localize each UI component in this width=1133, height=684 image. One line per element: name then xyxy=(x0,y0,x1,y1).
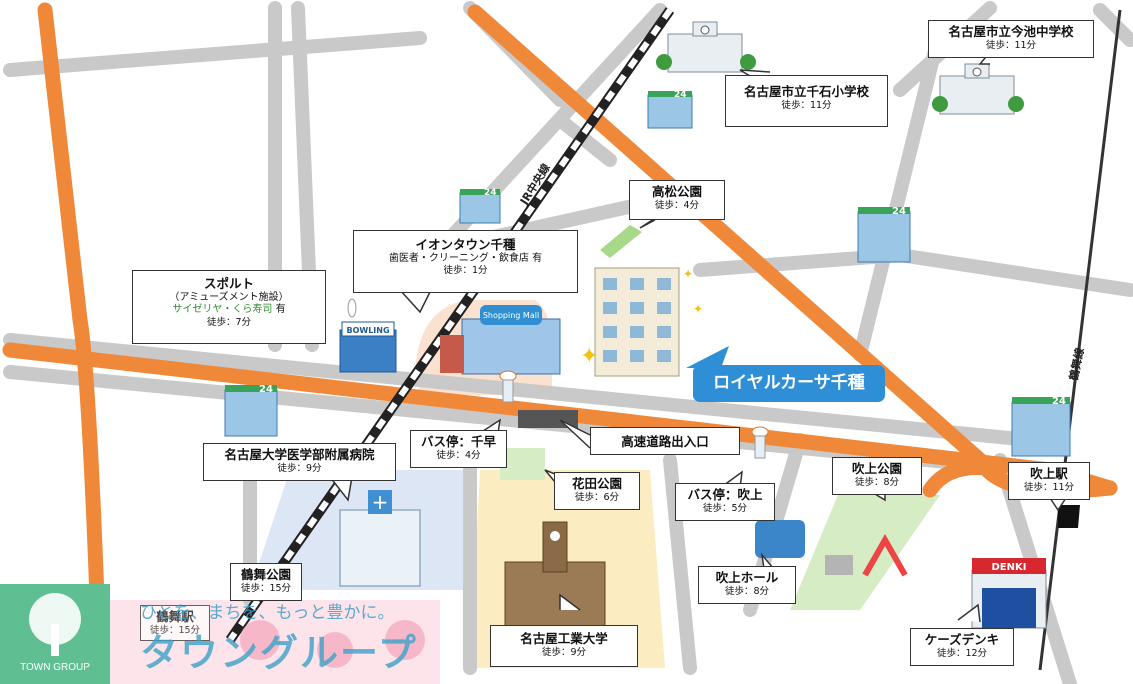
convenience-store-icons: 24 24 24 24 24 xyxy=(224,90,1071,457)
label-title: 名古屋大学医学部附属病院 xyxy=(224,447,375,462)
label-walk: 徒歩：4分 xyxy=(436,449,481,461)
label-walk: 徒歩：7分 xyxy=(206,316,252,328)
callout-spolt: スポルト （アミューズメント施設） サイゼリヤ・くら寿司 有 徒歩：7分 xyxy=(132,270,326,344)
label-sub: （アミューズメント施設） xyxy=(169,291,289,303)
label-walk: 徒歩：1分 xyxy=(443,265,488,277)
label-services: 歯医者・クリーニング・飲食店 有 xyxy=(388,252,543,264)
label-walk: 徒歩：4分 xyxy=(654,199,700,211)
label-walk: 徒歩：9分 xyxy=(277,462,322,474)
tree-logo-icon xyxy=(29,593,81,656)
label-walk: 徒歩：11分 xyxy=(985,39,1037,51)
callout-tsurumai-park: 鶴舞公園 徒歩：15分 xyxy=(230,563,302,601)
label-walk: 徒歩：8分 xyxy=(854,476,900,488)
callout-nagoya-univ-hospital: 名古屋大学医学部附属病院 徒歩：9分 xyxy=(203,443,396,481)
callout-expressway: 高速道路出入口 xyxy=(590,427,740,455)
label-walk: 徒歩：6分 xyxy=(574,491,620,503)
property-name-label: ロイヤルカーサ千種 xyxy=(693,365,885,402)
label-walk: 徒歩：15分 xyxy=(149,624,201,636)
callout-bus-chihaya: バス停：千早 徒歩：4分 xyxy=(410,430,507,468)
hospital-icon: + xyxy=(339,490,421,587)
callout-chikusa-elementary: 名古屋市立千石小学校 徒歩：11分 xyxy=(725,75,888,127)
logo-text: TOWN GROUP xyxy=(20,662,90,673)
label-title: 吹上ホール xyxy=(715,570,779,585)
callout-takamatsu-park: 高松公園 徒歩：4分 xyxy=(629,180,725,220)
label-title: バス停：千早 xyxy=(420,434,496,449)
label-title: イオンタウン千種 xyxy=(415,237,516,252)
fukiage-station-mark xyxy=(1058,505,1080,528)
label-walk: 徒歩：12分 xyxy=(936,647,988,659)
bowling-icon: BOWLING xyxy=(339,298,397,373)
label-walk: 徒歩：15分 xyxy=(240,582,292,594)
label-title: 名古屋市立千石小学校 xyxy=(743,84,869,99)
label-walk: 徒歩：8分 xyxy=(724,585,770,597)
callout-nagoya-inst-tech: 名古屋工業大学 徒歩：9分 xyxy=(490,625,638,667)
label-walk: 徒歩：11分 xyxy=(781,99,832,111)
label-title: 高松公園 xyxy=(651,184,702,199)
label-title: 鶴舞公園 xyxy=(240,567,291,582)
svg-text:✦: ✦ xyxy=(683,267,693,281)
callout-tsurumai-station: 鶴舞駅 徒歩：15分 xyxy=(140,605,210,641)
svg-text:24: 24 xyxy=(1052,396,1066,407)
svg-text:✦: ✦ xyxy=(580,344,598,369)
svg-text:24: 24 xyxy=(674,90,687,100)
fukiage-park-area xyxy=(790,490,940,610)
svg-text:Shopping Mall: Shopping Mall xyxy=(483,311,539,320)
svg-text:24: 24 xyxy=(259,384,273,395)
town-group-logo: TOWN GROUP xyxy=(0,584,110,684)
callout-hanada-park: 花田公園 徒歩：6分 xyxy=(554,472,640,510)
shopping-mall-icon: Shopping Mall xyxy=(440,305,561,375)
label-food: サイゼリヤ・くら寿司 xyxy=(172,304,273,316)
label-title: 名古屋市立今池中学校 xyxy=(948,24,1074,39)
property-building-icon: ✦ ✦ ✦ xyxy=(580,267,703,377)
hanada-park-area xyxy=(500,448,545,480)
label-title: 高速道路出入口 xyxy=(621,434,709,449)
label-walk: 徒歩：9分 xyxy=(541,646,587,658)
fukiage-hall-icon xyxy=(755,520,805,558)
label-title: スポルト xyxy=(203,276,254,291)
label-walk: 徒歩：5分 xyxy=(702,502,748,514)
callout-imaike-junior-high: 名古屋市立今池中学校 徒歩：11分 xyxy=(928,20,1094,58)
svg-text:DENKI: DENKI xyxy=(992,562,1027,573)
bus-stop-icon xyxy=(499,370,517,403)
ks-denki-icon: DENKI xyxy=(971,558,1047,629)
brand-name: タウングループ xyxy=(140,631,418,675)
label-title: 吹上駅 xyxy=(1030,466,1068,481)
label-title: 吹上公園 xyxy=(851,461,902,476)
svg-text:24: 24 xyxy=(484,188,497,198)
label-title: 鶴舞駅 xyxy=(156,609,194,624)
bus-stop-icon xyxy=(751,426,769,459)
label-title: バス停：吹上 xyxy=(687,487,763,502)
svg-text:BOWLING: BOWLING xyxy=(346,326,389,335)
callout-fukiage-hall: 吹上ホール 徒歩：8分 xyxy=(698,566,796,604)
playground-icon xyxy=(825,533,908,577)
tsurumai-subway-line xyxy=(1038,9,1122,671)
callout-ks-denki: ケーズデンキ 徒歩：12分 xyxy=(910,628,1014,666)
label-title: ケーズデンキ xyxy=(924,632,1000,647)
slogan: ひとを、まちを、もっと豊かに。 xyxy=(140,603,395,623)
svg-text:24: 24 xyxy=(892,206,906,217)
label-food-suffix: 有 xyxy=(275,304,286,316)
callout-fukiage-station: 吹上駅 徒歩：11分 xyxy=(1008,462,1090,500)
callout-fukiage-park: 吹上公園 徒歩：8分 xyxy=(832,457,922,495)
jr-chuo-line xyxy=(225,7,675,643)
label-title: 名古屋工業大学 xyxy=(520,631,608,646)
label-title: 花田公園 xyxy=(571,476,622,491)
svg-text:+: + xyxy=(372,490,389,514)
school-icon xyxy=(932,63,1024,115)
callout-bus-fukiage: バス停：吹上 徒歩：5分 xyxy=(675,483,775,521)
label-walk: 徒歩：11分 xyxy=(1023,481,1075,493)
cherry-tree-icons xyxy=(240,620,425,668)
svg-text:✦: ✦ xyxy=(693,302,703,316)
school-icon xyxy=(656,21,756,73)
callout-aeon-town: イオンタウン千種 歯医者・クリーニング・飲食店 有 徒歩：1分 xyxy=(353,230,578,293)
takamatsu-park-area xyxy=(600,225,642,258)
